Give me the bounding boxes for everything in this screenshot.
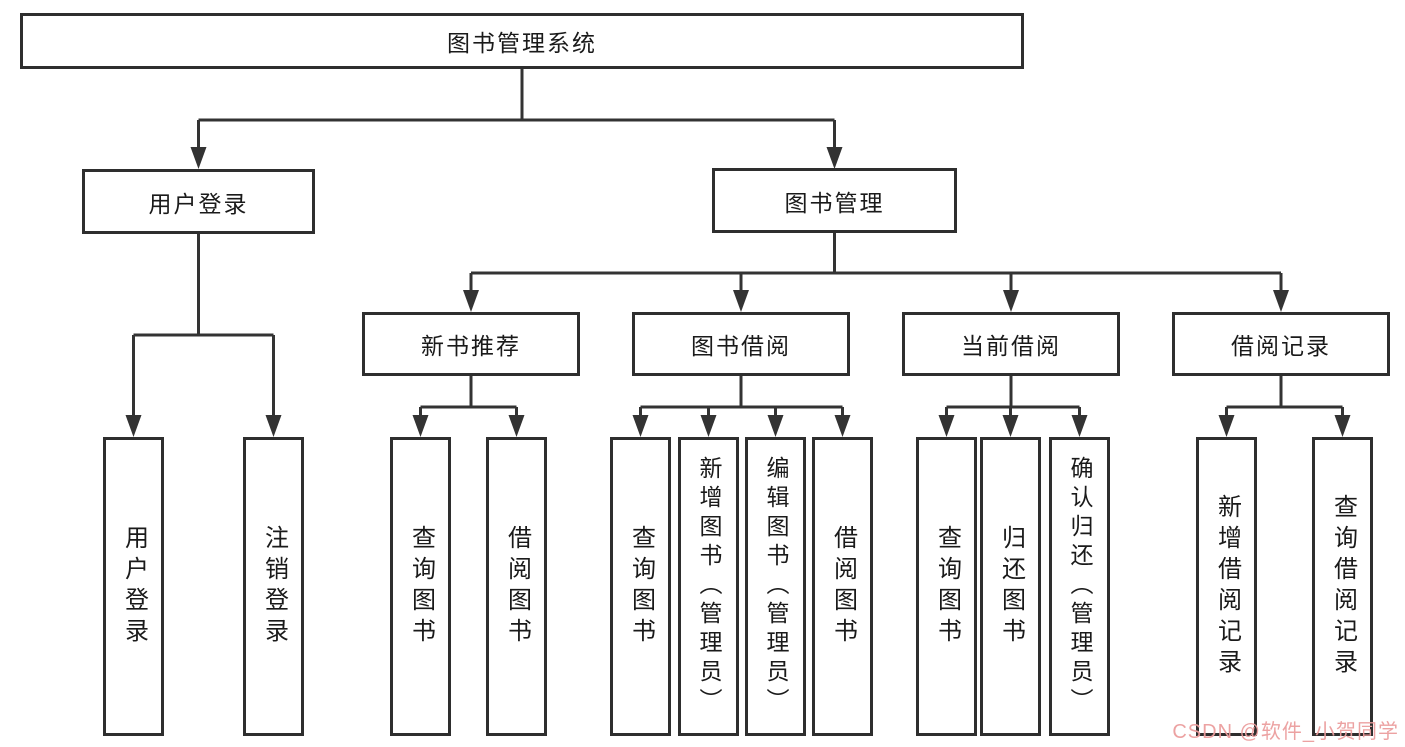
arrowhead <box>508 415 525 437</box>
csdn-watermark: CSDN @软件_小贺同学 <box>1172 721 1399 743</box>
arrowhead <box>632 415 649 437</box>
node-label: 借阅记录 <box>1231 333 1331 359</box>
connector-borrow-record-children <box>1218 376 1351 437</box>
arrowhead <box>1071 415 1088 437</box>
leaf-label: 注销登录 <box>260 524 288 649</box>
leaf-borrow-books-recommend: 借阅图书 <box>486 437 547 736</box>
node-book-borrowing: 图书借阅 <box>632 312 850 376</box>
arrowhead <box>463 290 479 312</box>
leaf-label: 查询图书 <box>407 524 435 649</box>
node-new-book-recommend: 新书推荐 <box>362 312 580 376</box>
leaf-confirm-return-admin: 确认归还（管理员） <box>1049 437 1110 736</box>
node-book-management: 图书管理 <box>712 168 957 233</box>
arrowhead <box>125 415 142 437</box>
leaf-label: 新增图书（管理员） <box>696 456 722 717</box>
leaf-query-borrow-record: 查询借阅记录 <box>1312 437 1373 736</box>
arrowhead <box>412 415 429 437</box>
leaf-logout: 注销登录 <box>243 437 304 736</box>
leaf-edit-books-admin: 编辑图书（管理员） <box>745 437 806 736</box>
leaf-label: 归还图书 <box>997 524 1025 649</box>
arrowhead <box>265 415 282 437</box>
leaf-label: 编辑图书（管理员） <box>763 456 789 717</box>
leaf-label: 查询借阅记录 <box>1329 493 1357 680</box>
arrowhead <box>1273 290 1289 312</box>
arrowhead <box>733 290 749 312</box>
node-borrowing-records: 借阅记录 <box>1172 312 1390 376</box>
node-label: 图书借阅 <box>691 333 791 359</box>
arrowhead <box>190 147 207 169</box>
connector-new-book-children <box>412 376 525 437</box>
node-label: 新书推荐 <box>421 333 521 359</box>
leaf-add-books-admin: 新增图书（管理员） <box>678 437 739 736</box>
connector-book-management-children <box>463 233 1289 312</box>
arrowhead <box>1334 415 1351 437</box>
leaf-label: 确认归还（管理员） <box>1067 456 1093 717</box>
leaf-label: 查询图书 <box>933 524 961 649</box>
leaf-label: 借阅图书 <box>829 524 857 649</box>
arrowhead <box>938 415 955 437</box>
node-label: 用户登录 <box>148 190 249 217</box>
node-label: 图书管理 <box>784 189 885 216</box>
arrowhead <box>1002 415 1019 437</box>
connector-root-to-level1 <box>190 69 843 169</box>
leaf-label: 查询图书 <box>627 524 655 649</box>
arrowhead <box>767 415 784 437</box>
leaf-borrow-books: 借阅图书 <box>812 437 873 736</box>
arrowhead <box>834 415 851 437</box>
connector-current-borrow-children <box>938 376 1088 437</box>
leaf-label: 借阅图书 <box>503 524 531 649</box>
arrowhead <box>826 147 843 169</box>
arrowhead <box>1218 415 1235 437</box>
leaf-query-books-current: 查询图书 <box>916 437 977 736</box>
node-current-borrowing: 当前借阅 <box>902 312 1120 376</box>
node-label: 图书管理系统 <box>447 30 597 56</box>
leaf-user-login: 用户登录 <box>103 437 164 736</box>
leaf-query-books-borrow: 查询图书 <box>610 437 671 736</box>
node-user-login: 用户登录 <box>82 169 315 234</box>
leaf-add-borrow-record: 新增借阅记录 <box>1196 437 1257 736</box>
arrowhead <box>1003 290 1019 312</box>
node-label: 当前借阅 <box>961 333 1061 359</box>
node-library-management-system: 图书管理系统 <box>20 13 1024 69</box>
connector-book-borrow-children <box>632 376 851 437</box>
arrowhead <box>700 415 717 437</box>
connector-user-login-children <box>125 234 282 437</box>
leaf-label: 新增借阅记录 <box>1213 493 1241 680</box>
leaf-label: 用户登录 <box>120 524 148 649</box>
leaf-return-books: 归还图书 <box>980 437 1041 736</box>
leaf-query-books-recommend: 查询图书 <box>390 437 451 736</box>
